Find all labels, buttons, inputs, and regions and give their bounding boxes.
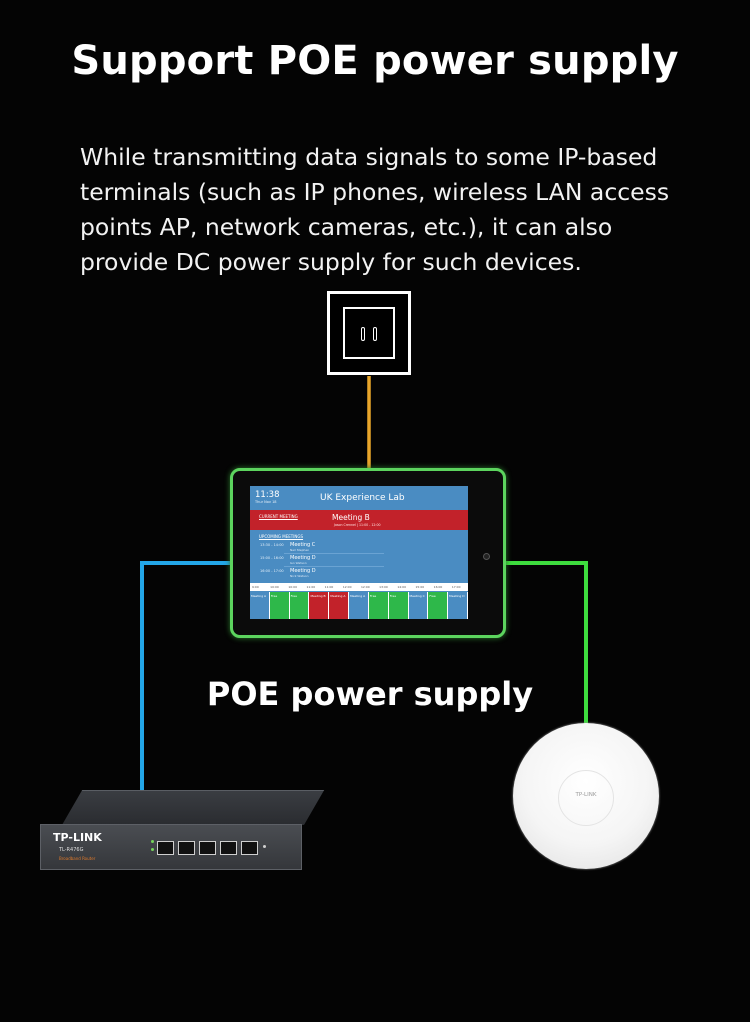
ap-center-ring <box>558 770 614 826</box>
timeline-segment: Meeting C <box>408 592 429 619</box>
current-meeting-label: CURRENT MEETING <box>259 514 298 519</box>
router-subtitle: Broadband Router <box>59 856 96 861</box>
timeline-tick: 17:00 <box>451 585 461 589</box>
upcoming-meetings-label: UPCOMING MEETINGS <box>259 534 304 539</box>
timeline-tick: 10:00 <box>270 585 279 589</box>
timeline-tick: 12:00 <box>342 585 352 589</box>
timeline-segment: Meeting A <box>329 592 350 619</box>
timeline-segment: Meeting B <box>309 592 330 619</box>
status-led-icon <box>151 840 154 843</box>
upcoming-time: 16:00 - 17:00 <box>260 569 284 573</box>
timeline-segment: Free <box>269 592 290 619</box>
upcoming-host: Ian Watson <box>290 561 307 565</box>
upcoming-host: Neil Stephen <box>290 548 310 552</box>
timeline-segment-label: Free <box>429 594 436 598</box>
timeline-tick: 14:00 <box>397 585 406 589</box>
upcoming-divider <box>284 566 384 567</box>
upcoming-host: Nick Watson <box>290 574 309 578</box>
camera-icon <box>483 553 490 560</box>
screen-time: 11:38 <box>255 490 280 500</box>
timeline-bar <box>250 583 468 591</box>
timeline-segment: Free <box>428 592 449 619</box>
poe-router: TP-LINK TL-R476G Broadband Router <box>40 790 325 870</box>
timeline-tick: 13:00 <box>379 585 388 589</box>
socket-pin <box>373 327 377 341</box>
timeline-segment: Free <box>368 592 389 619</box>
timeline-tick: 12:00 <box>361 585 370 589</box>
screen-room-name: UK Experience Lab <box>320 493 405 503</box>
timeline-segment: Meeting A <box>250 592 270 619</box>
current-meeting-subtitle: Jason Crennel | 11:00 - 12:00 <box>334 523 381 527</box>
timeline-tick: 10:00 <box>288 585 297 589</box>
upcoming-title: Meeting C <box>290 542 316 548</box>
upcoming-divider <box>284 553 384 554</box>
wireless-access-point: TP-LINK <box>513 723 659 869</box>
power-outlet-icon <box>327 291 411 375</box>
upcoming-time: 15:00 - 16:00 <box>260 556 284 560</box>
timeline-segment: Free <box>388 592 409 619</box>
timeline-segment: Meeting D <box>448 592 468 619</box>
page-description: While transmitting data signals to some … <box>80 143 670 276</box>
ethernet-port-icon <box>178 841 195 855</box>
timeline-segment-label: Meeting C <box>409 594 425 598</box>
tablet-screen: 11:38 Thur Nov 18 UK Experience Lab CURR… <box>250 486 468 619</box>
ethernet-port-icon <box>199 841 216 855</box>
upcoming-title: Meeting D <box>290 555 316 561</box>
ethernet-port-icon <box>241 841 258 855</box>
router-top-panel <box>62 790 325 825</box>
ethernet-port-icon <box>220 841 237 855</box>
reset-button-icon <box>263 845 266 848</box>
timeline-segment-label: Free <box>389 594 397 598</box>
current-meeting-title: Meeting B <box>332 513 370 522</box>
upcoming-time: 13:30 - 14:00 <box>260 543 284 547</box>
timeline-segment-label: Free <box>270 594 278 598</box>
ap-brand-logo: TP-LINK <box>575 792 597 798</box>
timeline-tick: 11:00 <box>306 585 316 589</box>
router-brand-logo: TP-LINK <box>53 831 102 844</box>
diagram-caption: POE power supply <box>206 675 534 713</box>
socket-faceplate <box>343 307 395 359</box>
timeline-segment-label: Meeting A <box>251 594 267 598</box>
timeline-segment-label: Meeting A <box>350 594 366 598</box>
timeline-tick: 9:00 <box>252 585 259 589</box>
timeline-tick: 15:00 <box>415 585 425 589</box>
page-title: Support POE power supply <box>71 38 679 84</box>
screen-date: Thur Nov 18 <box>255 500 277 504</box>
timeline-segment-label: Free <box>369 594 377 598</box>
timeline-tick: 16:00 <box>433 585 443 589</box>
status-led-icon <box>151 848 154 851</box>
timeline-tick: 11:00 <box>324 585 334 589</box>
meeting-room-tablet: 11:38 Thur Nov 18 UK Experience Lab CURR… <box>230 468 506 638</box>
timeline-segment-label: Free <box>290 594 297 598</box>
router-front-panel: TP-LINK TL-R476G Broadband Router <box>40 824 302 870</box>
data-cable <box>140 561 231 793</box>
timeline-segment-label: Meeting A <box>330 594 346 598</box>
poe-cable <box>505 561 588 728</box>
ethernet-port-icon <box>157 841 174 855</box>
timeline-segment: Free <box>289 592 310 619</box>
timeline-segment-label: Meeting D <box>449 594 465 598</box>
current-meeting-banner: CURRENT MEETING Meeting B Jason Crennel … <box>250 510 468 530</box>
socket-pin <box>361 327 365 341</box>
upcoming-title: Meeting D <box>290 568 316 574</box>
router-model: TL-R476G <box>59 847 84 853</box>
timeline-segment: Meeting A <box>349 592 369 619</box>
timeline-segment-label: Meeting B <box>310 594 326 598</box>
